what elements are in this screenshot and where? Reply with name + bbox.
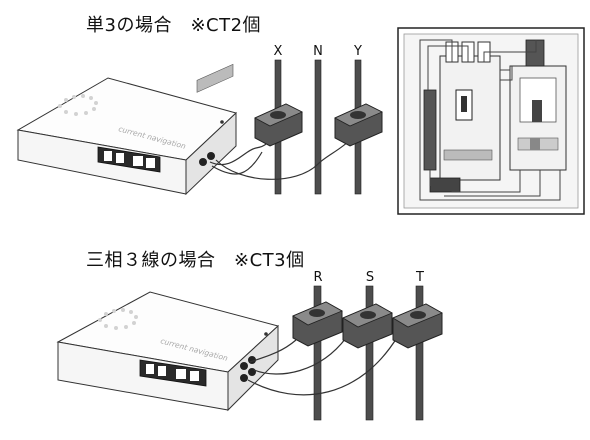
wire-label-t: T — [415, 270, 424, 285]
three-phase-title: 三相３線の場合 ※CT3個 — [86, 250, 305, 271]
display-panel-top — [97, 146, 161, 173]
ct-clamp-bottom-r — [292, 301, 343, 347]
ct-clamp-top-y — [334, 103, 383, 147]
single-phase-diagram: X N Y current navigation — [16, 27, 585, 215]
wire-label-y: Y — [353, 44, 362, 59]
wire-label-s: S — [366, 270, 374, 285]
wire-label-x: X — [274, 44, 283, 59]
connector-ports-top — [196, 63, 234, 166]
logo-dots-top — [58, 94, 98, 116]
three-phase-wires — [313, 285, 424, 421]
single-phase-title: 単3の場合 ※CT2個 — [86, 15, 262, 36]
monitor-device-top: current navigation — [16, 63, 237, 196]
ct-clamp-bottom-t — [392, 303, 443, 349]
wire-label-n: N — [313, 44, 323, 59]
wire-label-r: R — [313, 270, 322, 285]
logo-dots-bottom — [98, 308, 138, 330]
monitor-device-bottom: current navigation — [56, 291, 280, 412]
ct-cables-bottom — [247, 335, 399, 396]
ct-clamp-bottom-s — [342, 303, 393, 349]
three-phase-diagram: R S T current navigation — [56, 270, 443, 421]
display-panel-bottom — [139, 359, 207, 387]
ct-clamp-top-x — [254, 103, 303, 147]
distribution-panel — [397, 27, 585, 215]
